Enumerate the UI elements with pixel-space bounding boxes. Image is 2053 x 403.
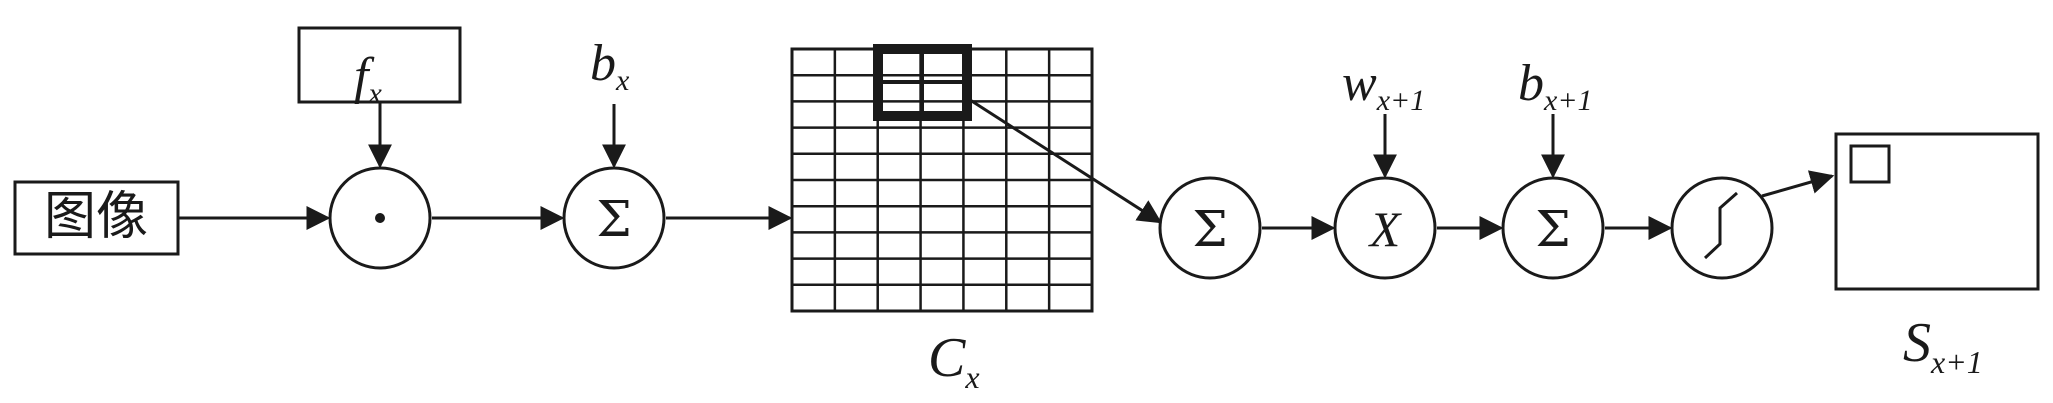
sigma-icon-2: Σ (1192, 200, 1227, 258)
conv-map-grid (792, 49, 1092, 311)
activation-node (1670, 176, 1774, 280)
sum-node-1: Σ (562, 166, 666, 270)
filter-label: fx (354, 48, 382, 110)
activation-circle (1670, 176, 1774, 280)
sum-node-3: Σ (1501, 176, 1605, 280)
weight2-subscript: x+1 (1376, 84, 1426, 117)
filter-block: fx (297, 26, 462, 110)
weight2-symbol: w (1342, 55, 1377, 112)
arrow-activation-to-output (1761, 170, 1835, 198)
output-map-symbol: S (1903, 312, 1931, 374)
bias1-label: bx (590, 35, 630, 97)
sum-circle-2 (1158, 176, 1262, 280)
conv-map-label: Cx (928, 327, 980, 395)
step-activation-icon (1703, 191, 1738, 260)
sigma-icon-1: Σ (596, 190, 631, 248)
output-map-box (1834, 132, 2040, 291)
scale-symbol: X (1368, 201, 1403, 257)
sum-node-2: Σ (1158, 176, 1262, 280)
dot-icon (375, 213, 385, 223)
weight2-label: wx+1 (1342, 55, 1425, 117)
scale-node: X (1333, 176, 1437, 280)
output-map-label: Sx+1 (1903, 312, 1983, 380)
input-image-block: 图像 (13, 180, 180, 256)
output-unit-box (1849, 144, 1891, 184)
multiply-node (328, 166, 432, 270)
conv-map-symbol: C (928, 327, 966, 389)
filter-subscript: x (367, 77, 382, 110)
output-map-block (1834, 132, 2040, 291)
conv-feature-map (790, 44, 1094, 313)
sigma-icon-3: Σ (1535, 200, 1570, 258)
conv-map-subscript: x (964, 359, 979, 395)
output-map-subscript: x+1 (1930, 344, 1983, 380)
bias1-subscript: x (615, 64, 630, 97)
bias2-symbol: b (1518, 55, 1544, 112)
input-image-label: 图像 (44, 187, 148, 247)
bias2-label: bx+1 (1518, 55, 1593, 117)
bias2-subscript: x+1 (1543, 84, 1593, 117)
arrows (178, 96, 1835, 240)
arrow-receptive-to-sum2 (966, 96, 1163, 224)
bias1-symbol: b (590, 35, 616, 92)
